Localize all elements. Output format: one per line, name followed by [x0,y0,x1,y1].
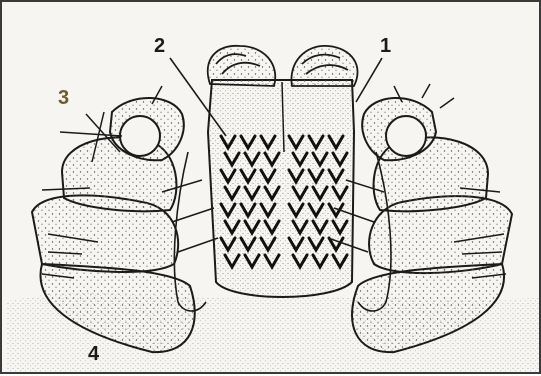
label-2: 2 [154,36,165,56]
right-palp [328,84,512,352]
label-1: 1 [380,36,391,56]
label-4: 4 [88,344,99,364]
label-3: 3 [58,88,69,108]
left-palp [32,86,218,352]
